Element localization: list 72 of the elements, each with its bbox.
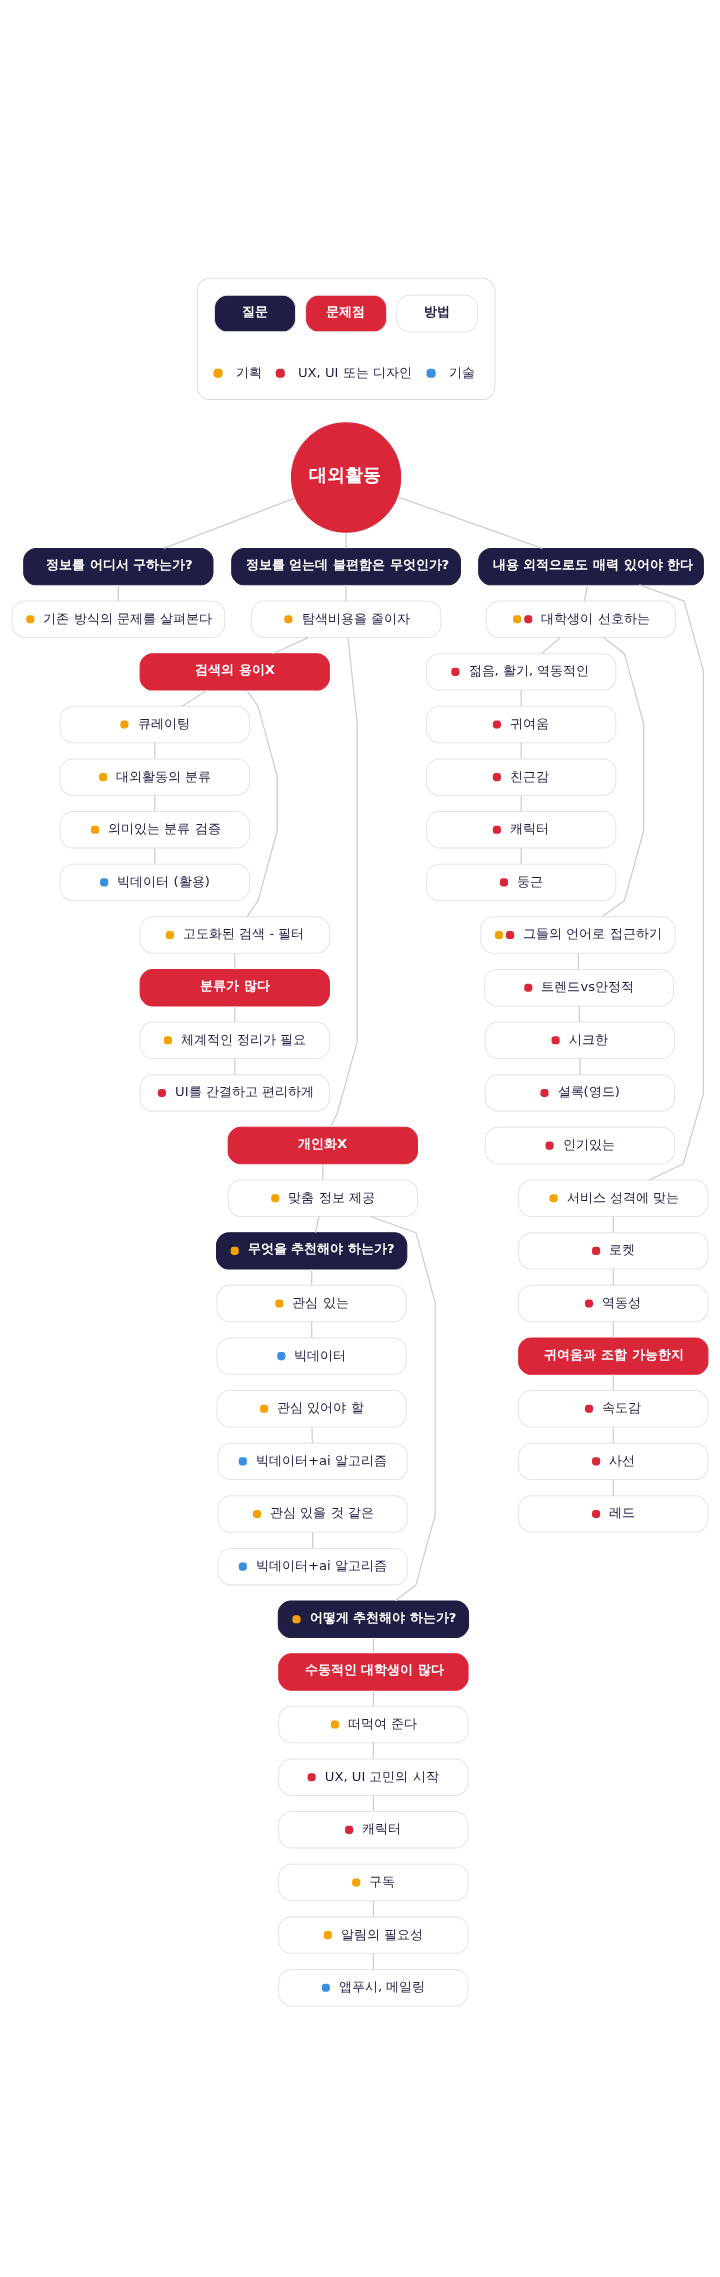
node-box: 젊음, 활기, 역동적인: [426, 653, 617, 691]
node-box: 셜록(영드): [484, 1074, 676, 1112]
node-box: 맞춤 정보 제공: [227, 1179, 418, 1217]
node-box: 분류가 많다: [139, 968, 330, 1007]
node-box: 로켓: [518, 1232, 709, 1270]
node-box: 체계적인 정리가 필요: [139, 1021, 330, 1060]
node-box: 레드: [518, 1495, 709, 1533]
node-box: 앱푸시, 메일링: [278, 1969, 469, 2007]
node-box: 시크한: [484, 1021, 676, 1060]
connector: [583, 584, 589, 602]
node-box: 개인화X: [227, 1126, 418, 1165]
node-box: 관심 있어야 할: [216, 1390, 407, 1428]
node-box: 대외활동의 분류: [59, 758, 250, 796]
legend-label: 기술: [448, 364, 475, 380]
node-box: 캐릭터: [278, 1811, 469, 1849]
node-box: 대학생이 선호하는: [485, 600, 677, 638]
node-box: UI를 간결하고 편리하게: [139, 1074, 330, 1112]
node-box: 내용 외적으로도 매력 있어야 한다: [478, 547, 704, 586]
node-box: 검색의 용이X: [139, 653, 330, 691]
node-box: 빅데이터: [216, 1337, 407, 1375]
connector: [162, 497, 296, 549]
connector: [272, 636, 309, 655]
node-circle: 대외활동: [290, 422, 402, 533]
connector: [345, 532, 347, 549]
node-box: 구독: [278, 1863, 469, 1902]
node-box: 정보를 얻는데 불편함은 무엇인가?: [231, 547, 461, 586]
node-box: 사선: [518, 1442, 709, 1481]
connector: [181, 689, 208, 707]
node-box: 관심 있을 것 같은: [217, 1495, 408, 1533]
legend-label: 질문: [241, 303, 268, 319]
node-box: 귀여움: [426, 705, 617, 744]
node-box: 무엇을 추천해야 하는가?: [216, 1232, 408, 1270]
node-box: 그들의 언어로 접근하기: [480, 916, 676, 954]
node-box: 속도감: [518, 1390, 709, 1428]
node-box: 정보를 어디서 구하는가?: [23, 547, 214, 586]
node-box: UX, UI 고민의 시작: [278, 1758, 469, 1796]
connector: [579, 1058, 581, 1076]
node-box: 알림의 필요성: [278, 1916, 469, 1954]
node-box: 빅데이터 (활용): [59, 863, 250, 902]
connector: [638, 584, 705, 1181]
connector: [601, 636, 645, 918]
node-box: 고도화된 검색 - 필터: [139, 916, 330, 954]
node-box: 인기있는: [484, 1126, 676, 1165]
node-box: 떠먹여 준다: [278, 1705, 469, 1744]
connector: [311, 1426, 313, 1444]
node-box: 탐색비용을 줄이자: [250, 600, 442, 638]
legend-label: 문제점: [326, 303, 366, 319]
node-box: 역동성: [518, 1284, 709, 1323]
connector: [396, 496, 543, 549]
connector: [314, 1216, 320, 1234]
connector: [330, 637, 358, 1128]
node-box: 어떻게 추천해야 하는가?: [277, 1600, 470, 1638]
node-box: 빅데이터+ai 알고리즘: [217, 1442, 408, 1481]
node-box: 귀여움과 조합 가능한지: [518, 1337, 709, 1375]
node-box: 둥근: [426, 863, 617, 902]
node-box: 기존 방식의 문제를 살펴본다: [11, 600, 226, 638]
node-box: 빅데이터+ai 알고리즘: [217, 1547, 408, 1586]
node-box: 트렌드vs안정적: [483, 968, 675, 1007]
connector: [370, 1215, 436, 1602]
node-box: 친근감: [426, 758, 617, 796]
node-box: 큐레이팅: [59, 705, 250, 744]
connector: [246, 689, 278, 918]
connector: [345, 584, 347, 602]
node-box: 의미있는 분류 검증: [59, 811, 250, 849]
legend-label: 기획: [236, 364, 263, 380]
node-box: 수동적인 대학생이 많다: [278, 1653, 469, 1691]
legend-label: 방법: [424, 303, 451, 319]
connector: [540, 637, 561, 655]
node-box: 관심 있는: [216, 1284, 407, 1323]
node-box: 서비스 성격에 맞는: [518, 1179, 709, 1217]
legend-label: UX, UI 또는 디자인: [298, 364, 412, 380]
node-box: 캐릭터: [426, 811, 617, 849]
